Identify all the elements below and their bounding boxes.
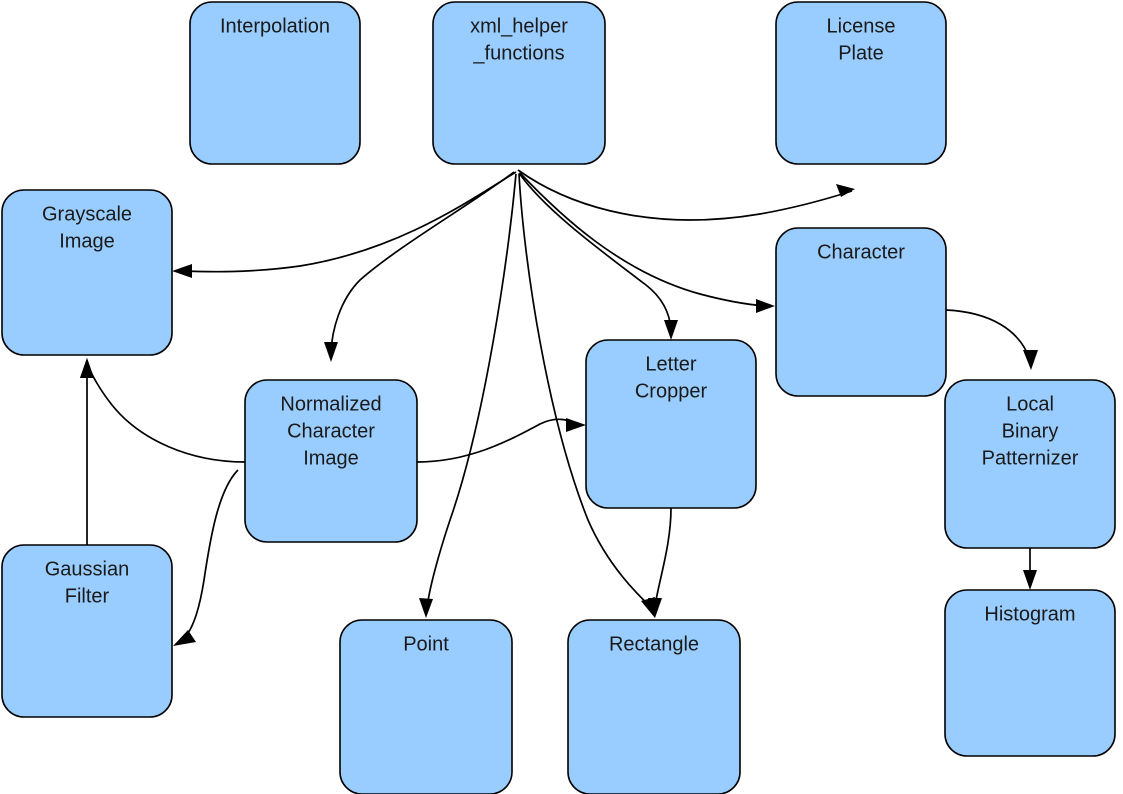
node-shape[interactable] (944, 589, 1116, 757)
node-label: Gaussian (45, 558, 130, 580)
node-label: Image (303, 447, 359, 469)
edge-line (179, 171, 517, 273)
arrowhead-icon (566, 418, 586, 432)
node-label: Interpolation (220, 15, 330, 37)
edge-line (517, 169, 853, 221)
node-label: Letter (645, 353, 696, 375)
edge-xml-to-normalized (324, 171, 515, 362)
edge-line (945, 309, 1031, 361)
edge-line (88, 367, 246, 463)
node-label: Plate (838, 42, 884, 64)
arrowhead-icon (836, 184, 855, 197)
node-character[interactable]: Character (775, 227, 947, 397)
edge-lbp-to-histogram (1023, 548, 1037, 590)
edge-normalized-to-cropper (416, 418, 586, 463)
node-histogram[interactable]: Histogram (944, 589, 1116, 757)
node-label: Patternizer (982, 447, 1079, 469)
node-label: License (827, 15, 896, 37)
arrowhead-icon (80, 358, 94, 378)
node-label: Filter (65, 585, 110, 607)
edge-normalized-to-grayscale (80, 358, 246, 463)
node-label: Cropper (635, 380, 708, 402)
arrowhead-icon (324, 342, 338, 362)
edge-line (426, 173, 517, 609)
arrowhead-icon (172, 264, 192, 278)
node-shape[interactable] (1, 544, 173, 718)
node-shape[interactable] (432, 1, 606, 165)
edge-gaussian-to-grayscale (80, 358, 94, 545)
arrowhead-icon (648, 598, 662, 618)
node-label: xml_helper (470, 15, 568, 37)
node-label: Binary (1002, 420, 1059, 442)
node-label: Grayscale (42, 203, 132, 225)
node-shape[interactable] (775, 1, 947, 165)
arrowhead-icon (664, 320, 678, 340)
edges-layer (80, 169, 1038, 646)
edge-line (518, 173, 653, 609)
node-label: Character (817, 241, 905, 263)
arrowhead-icon (756, 299, 775, 313)
node-label: Image (59, 230, 115, 252)
node-shape[interactable] (1, 189, 173, 356)
edge-line (416, 418, 577, 463)
edge-character-to-lbp (945, 309, 1038, 370)
node-interpolation[interactable]: Interpolation (189, 1, 361, 165)
node-shape[interactable] (775, 227, 947, 397)
node-shape[interactable] (567, 619, 741, 794)
edge-normalized-to-gaussian (173, 469, 239, 646)
node-label: Rectangle (609, 633, 699, 655)
edge-line (181, 469, 239, 641)
node-label: Character (287, 420, 375, 442)
arrowhead-icon (419, 598, 433, 618)
arrowhead-icon (1023, 350, 1038, 370)
node-shape[interactable] (244, 379, 418, 543)
node-shape[interactable] (339, 619, 513, 794)
node-label: Normalized (280, 393, 381, 415)
node-rectangle[interactable]: Rectangle (567, 619, 741, 794)
arrowhead-icon (1023, 570, 1037, 590)
edge-xml-to-license-plate (517, 169, 855, 221)
edge-xml-to-grayscale (172, 171, 517, 278)
node-shape[interactable] (944, 379, 1116, 549)
node-shape[interactable] (189, 1, 361, 165)
node-shape[interactable] (585, 339, 757, 509)
edge-line (519, 172, 767, 307)
arrowhead-icon (173, 630, 196, 646)
node-label: Point (403, 633, 449, 655)
node-label: Local (1006, 393, 1054, 415)
edge-line (330, 171, 515, 353)
edge-xml-to-letter-cropper (518, 172, 678, 340)
edge-xml-to-point (419, 173, 517, 618)
node-point[interactable]: Point (339, 619, 513, 794)
node-label: _functions (472, 42, 564, 64)
edge-cropper-to-rectangle (648, 507, 672, 618)
node-xml_helper[interactable]: xml_helper _functions (432, 1, 606, 165)
node-label: Histogram (984, 603, 1075, 625)
edge-line (518, 172, 672, 331)
edge-line (654, 507, 672, 607)
edge-xml-to-character (519, 172, 775, 313)
